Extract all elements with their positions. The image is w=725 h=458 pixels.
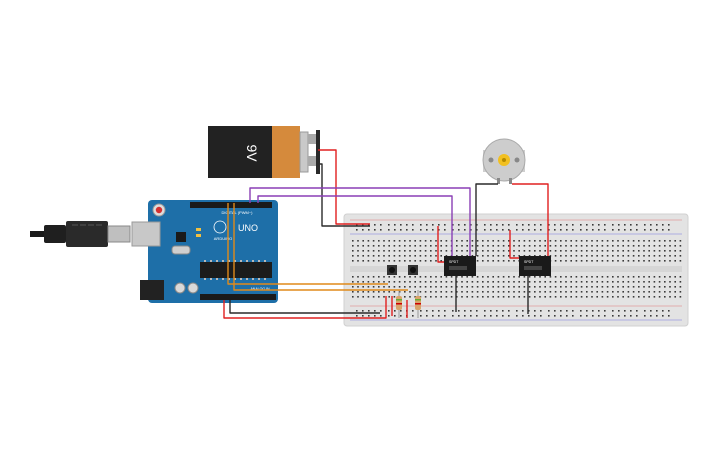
arduino-brand-label: ARDUINO [214, 236, 232, 241]
wire-relay1-red[interactable] [437, 226, 444, 263]
uno-label: UNO [238, 223, 258, 233]
power-analog-header [200, 294, 276, 300]
digital-pwm-label: DIGITAL (PWM~) [222, 210, 254, 215]
wire-battery-negative[interactable] [318, 163, 370, 227]
battery-label: 9V [244, 144, 260, 162]
wire-motor-red[interactable] [512, 183, 549, 256]
relay-1-label: SPDT [449, 260, 459, 264]
wire-relay2-red[interactable] [509, 230, 519, 259]
resistor-1[interactable] [396, 290, 402, 318]
dc-motor-icon[interactable] [482, 138, 526, 184]
push-button-2[interactable] [408, 265, 418, 275]
usb-cable [30, 221, 131, 247]
digital-header [190, 202, 272, 208]
arduino-logo-icon [213, 220, 227, 234]
battery-9v[interactable]: 9V [208, 126, 320, 178]
reset-button[interactable] [155, 206, 163, 214]
relay-1[interactable]: SPDT [444, 256, 476, 276]
wire-purple-1[interactable] [249, 187, 471, 256]
arduino-uno-board[interactable]: DIGITAL (PWM~) UNO ARDUINO ANALOG IN [131, 200, 278, 303]
resistor-2[interactable] [415, 290, 421, 318]
wire-5v[interactable] [223, 296, 387, 319]
push-button-1[interactable] [387, 265, 397, 275]
wire-gnd[interactable] [229, 300, 380, 314]
wire-orange-1[interactable] [227, 203, 388, 285]
atmega-chip [200, 262, 272, 278]
wire-purple-2[interactable] [257, 195, 453, 256]
breadboard[interactable] [343, 213, 689, 327]
wire-orange-2[interactable] [233, 203, 408, 291]
relay-2[interactable]: SPDT [519, 256, 551, 276]
wire-battery-positive[interactable] [318, 149, 370, 225]
relay-2-label: SPDT [524, 260, 534, 264]
analog-in-label: ANALOG IN [250, 287, 270, 291]
wire-motor-black[interactable] [475, 183, 498, 256]
